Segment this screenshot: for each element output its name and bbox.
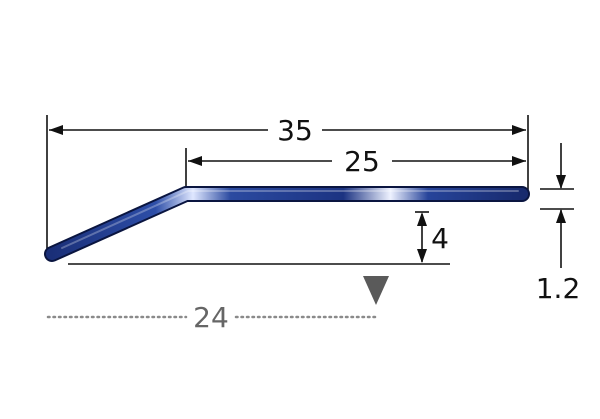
position-marker-triangle bbox=[363, 276, 389, 305]
dimension-height: 4 bbox=[415, 211, 449, 263]
dimension-thickness: 1.2 bbox=[536, 143, 581, 305]
dimension-label-top-width: 25 bbox=[344, 145, 380, 178]
profile-body bbox=[46, 188, 528, 260]
dimension-overall-width: 35 bbox=[49, 114, 526, 147]
dimension-label-height: 4 bbox=[431, 222, 449, 255]
dimension-label-offset: 24 bbox=[193, 301, 229, 334]
dimension-label-thickness: 1.2 bbox=[536, 272, 581, 305]
dimension-top-width: 25 bbox=[188, 145, 526, 178]
dimension-label-overall-width: 35 bbox=[277, 114, 313, 147]
offset-dimension: 24 bbox=[46, 301, 378, 334]
profile-highlight bbox=[61, 190, 519, 249]
